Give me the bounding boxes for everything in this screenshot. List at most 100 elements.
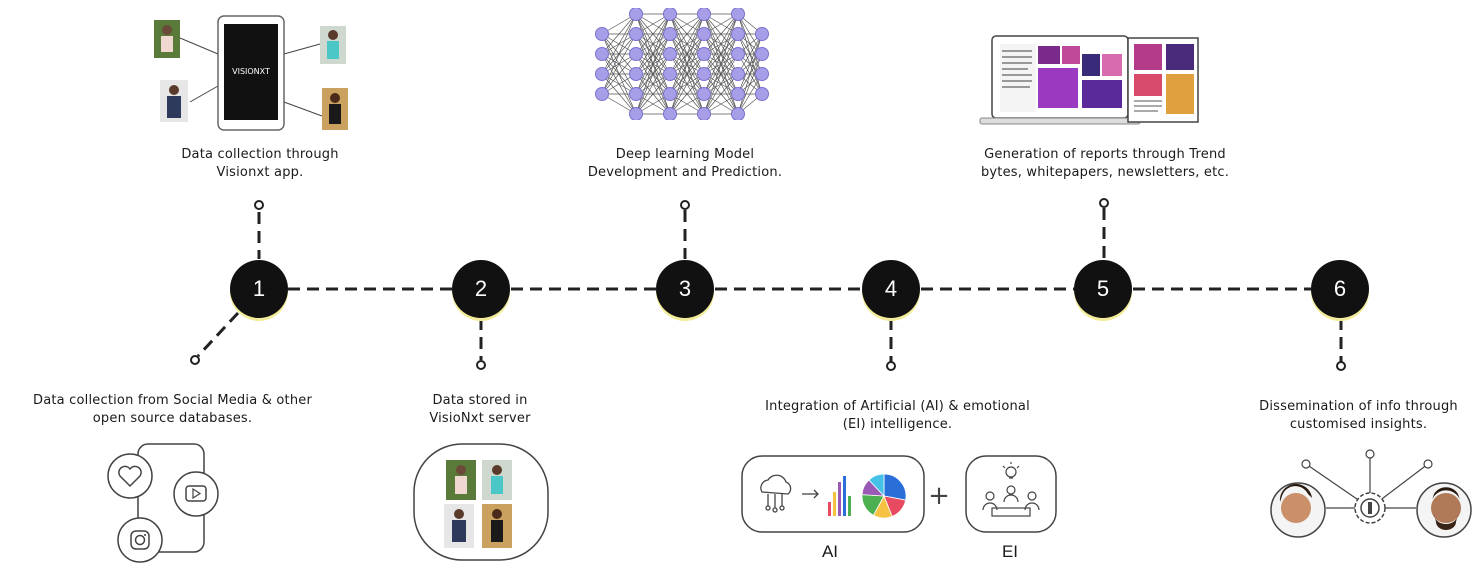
step-3-circle: 3 — [656, 260, 714, 318]
nn-node — [629, 27, 643, 41]
tablet-screen — [224, 24, 278, 120]
nn-node — [595, 27, 609, 41]
stem-end-dot — [1336, 361, 1346, 371]
nn-connection — [635, 33, 671, 115]
pie-chart-icon — [861, 473, 907, 519]
nn-connection — [737, 33, 763, 75]
caption-line: Data stored in — [432, 393, 528, 408]
nn-node — [595, 87, 609, 101]
nn-connection — [669, 13, 705, 55]
stem-end-dot — [1099, 198, 1109, 208]
step-5-circle: 5 — [1074, 260, 1132, 318]
meeting-icon — [982, 485, 1040, 517]
nn-node — [697, 27, 711, 41]
photo-thumbnail — [482, 504, 512, 548]
ai-label: AI — [821, 542, 839, 561]
nn-node — [663, 87, 677, 101]
nn-node — [697, 87, 711, 101]
instagram-icon — [117, 517, 163, 563]
play-icon — [173, 471, 219, 517]
nn-node — [731, 67, 745, 81]
step-1-circle: 1 — [230, 260, 288, 318]
nn-node — [663, 67, 677, 81]
caption-line: Integration of Artificial (AI) & emotion… — [765, 399, 1030, 414]
nn-node — [755, 27, 769, 41]
nn-node — [731, 27, 745, 41]
gear-icon — [1354, 492, 1386, 524]
nn-connection — [635, 13, 671, 95]
nn-connection — [703, 73, 739, 115]
avatar — [1416, 482, 1472, 538]
nn-node — [731, 47, 745, 61]
photo-thumbnail — [154, 20, 180, 58]
nn-node — [697, 67, 711, 81]
stem-end-dot — [476, 360, 486, 370]
stem-end-dot — [680, 200, 690, 210]
nn-connection — [737, 53, 763, 115]
nn-connection — [703, 33, 739, 115]
nn-connection — [669, 73, 705, 115]
caption-line: Data collection through — [181, 147, 339, 162]
ai-ei-illustration: + — [741, 455, 1057, 533]
server-container — [413, 443, 549, 561]
caption-line: Data collection from Social Media & othe… — [32, 393, 313, 408]
step-3-caption: Deep learning Model Development and Pred… — [560, 146, 810, 182]
avatar — [1270, 482, 1326, 538]
step-number: 3 — [678, 276, 692, 301]
caption-line: Generation of reports through Trend — [984, 147, 1226, 162]
nn-connection — [601, 53, 637, 95]
nn-connection — [601, 33, 637, 95]
nn-node — [731, 87, 745, 101]
step-6-circle: 6 — [1311, 260, 1369, 318]
stem-end-dot — [254, 200, 264, 210]
neural-network-illustration — [595, 8, 769, 120]
stem-end-dot — [190, 355, 200, 365]
nn-connection — [635, 73, 671, 115]
nn-node — [629, 8, 643, 21]
nn-connection — [635, 13, 671, 55]
nn-node — [755, 67, 769, 81]
nn-connection — [737, 73, 763, 115]
nn-node — [595, 47, 609, 61]
step-number: 4 — [884, 276, 898, 301]
nn-node — [755, 87, 769, 101]
stem-1-bottom — [196, 311, 240, 358]
photo-thumbnail — [160, 80, 188, 122]
laptop-base — [979, 117, 1141, 125]
arrow-icon — [802, 489, 819, 499]
nn-connection — [703, 13, 739, 75]
nn-connection — [601, 13, 637, 55]
heart-icon — [107, 453, 153, 499]
server-photos-illustration — [413, 443, 549, 561]
nn-connection — [669, 13, 705, 75]
step-1-caption: Data collection through Visionxt app. — [140, 146, 380, 182]
caption-line: Visionxt app. — [216, 165, 304, 180]
stem-end-dot — [886, 361, 896, 371]
nn-connection — [635, 53, 671, 115]
step-6-caption: Dissemination of info through customised… — [1236, 398, 1481, 434]
reports-illustration — [979, 35, 1199, 125]
app-logo: VISIONXT — [232, 67, 270, 76]
nn-node — [595, 67, 609, 81]
nn-node — [663, 47, 677, 61]
step-2-circle: 2 — [452, 260, 510, 318]
nn-connection — [601, 13, 637, 75]
nn-node — [663, 107, 677, 120]
step-4-caption: Integration of Artificial (AI) & emotion… — [735, 398, 1060, 434]
cloud-network-icon — [760, 474, 792, 513]
nn-node — [629, 47, 643, 61]
social-media-illustration — [107, 443, 219, 563]
social-media-caption: Data collection from Social Media & othe… — [0, 392, 345, 428]
pie-slice — [883, 473, 907, 501]
step-number: 2 — [474, 276, 488, 301]
nn-connection — [703, 13, 739, 95]
caption-line: open source databases. — [92, 411, 253, 426]
nn-connection — [737, 33, 763, 115]
nn-node — [697, 47, 711, 61]
step-5-caption: Generation of reports through Trend byte… — [955, 146, 1255, 182]
step-number: 5 — [1096, 276, 1110, 301]
caption-line: Dissemination of info through — [1259, 399, 1458, 414]
step-number: 6 — [1333, 276, 1347, 301]
nn-connection — [703, 53, 739, 115]
nn-node — [663, 8, 677, 21]
